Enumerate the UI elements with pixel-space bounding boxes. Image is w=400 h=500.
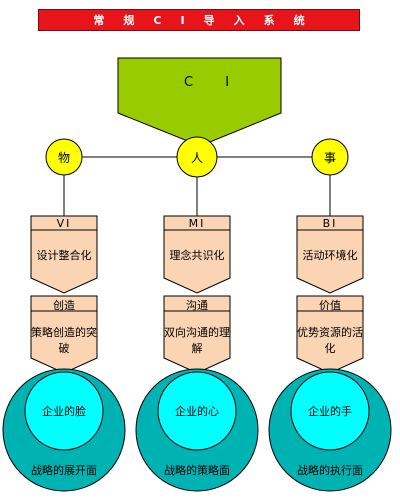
action-label-mi: 理念共识化 — [169, 249, 225, 262]
action-label-bi: 活动环境化 — [302, 249, 358, 262]
circle-label-shi: 事 — [323, 151, 336, 165]
circle-wu — [45, 138, 83, 176]
core-label-mi: 企业的心 — [175, 405, 219, 418]
bi-lower-arrow — [296, 295, 364, 374]
title-bar: 常规CI导入系统 — [38, 9, 360, 31]
method-label-mi: 沟通 — [186, 299, 208, 312]
core-label-vi: 企业的脸 — [42, 405, 86, 418]
code-label-vi: VI — [56, 217, 72, 230]
code-label-mi: MI — [188, 217, 206, 230]
core-label-bi: 企业的手 — [308, 405, 352, 418]
globe-inner-bi — [290, 371, 370, 451]
code-label-bi: BI — [322, 217, 338, 230]
circle-label-ren: 人 — [190, 151, 203, 165]
circle-shi — [311, 138, 349, 176]
mi-upper-arrow — [163, 215, 231, 294]
method-label-bi: 价值 — [319, 299, 341, 312]
title-text: 常规CI导入系统 — [93, 14, 324, 27]
vi-lower-arrow — [30, 295, 98, 374]
globe-inner-mi — [157, 371, 237, 451]
column-mi — [163, 215, 231, 374]
face-label-vi: 战略的展开面 — [31, 464, 97, 477]
ci-label: C I — [184, 75, 244, 90]
ci-pentagon — [117, 57, 282, 147]
method-label-vi: 创造 — [53, 299, 75, 312]
action-label-vi: 设计整合化 — [36, 249, 92, 262]
strategy-label-bi: 优势资源的活化 — [297, 326, 363, 355]
column-bi — [296, 215, 364, 374]
globe-inner-vi — [24, 371, 104, 451]
face-label-mi: 战略的策略面 — [164, 464, 230, 477]
column-vi — [30, 215, 98, 374]
circle-ren — [176, 136, 218, 178]
strategy-label-mi: 双向沟通的理解 — [164, 326, 230, 355]
face-label-bi: 战略的执行面 — [297, 464, 363, 477]
strategy-label-vi: 策略创造的突破 — [31, 326, 97, 355]
vi-upper-arrow — [30, 215, 98, 294]
circle-label-wu: 物 — [57, 151, 70, 165]
bi-upper-arrow — [296, 215, 364, 294]
mi-lower-arrow — [163, 295, 231, 374]
